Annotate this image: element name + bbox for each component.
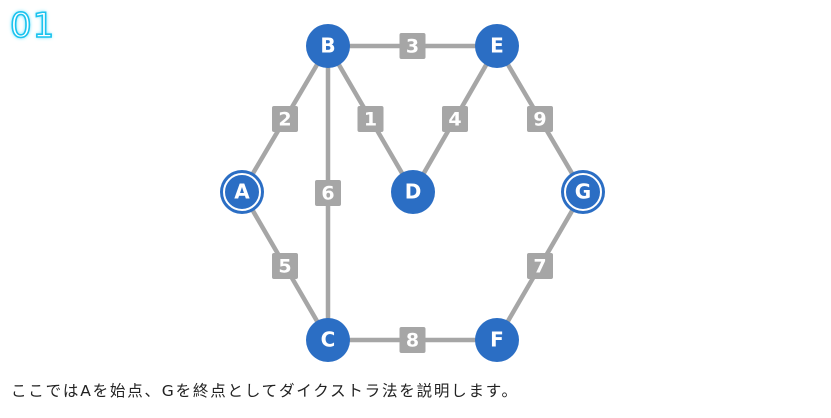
node-b: B	[306, 24, 350, 68]
endpoint-ring	[564, 173, 602, 211]
weight-box	[315, 180, 341, 206]
weight-label: 6	[321, 183, 334, 205]
weight-box	[272, 253, 298, 279]
node-circle	[391, 170, 435, 214]
weight-box	[527, 106, 553, 132]
endpoint-ring	[223, 173, 261, 211]
weight-label: 3	[406, 36, 419, 58]
edge-weight-a-b: 2	[272, 106, 298, 132]
node-label: D	[405, 180, 422, 204]
weight-box	[527, 253, 553, 279]
weight-label: 2	[278, 109, 291, 131]
weight-box	[357, 106, 384, 132]
node-e: E	[475, 24, 519, 68]
weights-layer: 2 5 6 1 3 4 9 8 7	[272, 33, 553, 353]
weight-box	[442, 106, 468, 132]
node-circle	[220, 170, 264, 214]
weight-label: 1	[364, 109, 377, 131]
node-d: D	[391, 170, 435, 214]
edge-weight-f-g: 7	[527, 253, 553, 279]
edge-weight-b-e: 3	[399, 33, 426, 59]
node-circle	[306, 318, 350, 362]
weight-label: 5	[278, 256, 291, 278]
node-a: A	[220, 170, 264, 214]
weight-box	[399, 327, 426, 353]
edge-weight-a-c: 5	[272, 253, 298, 279]
node-circle	[561, 170, 605, 214]
node-circle	[475, 318, 519, 362]
edge-weight-b-c: 6	[315, 180, 341, 206]
node-f: F	[475, 318, 519, 362]
step-number: 01	[9, 5, 56, 47]
edge-weight-b-d: 1	[357, 106, 384, 132]
edge-weight-e-g: 9	[527, 106, 553, 132]
nodes-layer: A B C D E F G	[220, 24, 605, 362]
weight-label: 4	[448, 109, 461, 131]
weight-label: 9	[533, 109, 546, 131]
weight-box	[399, 33, 426, 59]
node-label: E	[490, 34, 504, 58]
node-label: B	[320, 34, 335, 58]
weight-box	[272, 106, 298, 132]
node-g: G	[561, 170, 605, 214]
node-circle	[306, 24, 350, 68]
node-circle	[475, 24, 519, 68]
node-label: C	[321, 328, 336, 352]
edge-weight-c-f: 8	[399, 327, 426, 353]
caption-text: ここではAを始点、Gを終点としてダイクストラ法を説明します。	[11, 382, 519, 400]
node-label: A	[234, 180, 250, 204]
node-c: C	[306, 318, 350, 362]
node-label: F	[490, 328, 504, 352]
weight-label: 7	[533, 256, 546, 278]
node-label: G	[575, 180, 591, 204]
weight-label: 8	[406, 330, 419, 352]
edge-weight-d-e: 4	[442, 106, 468, 132]
